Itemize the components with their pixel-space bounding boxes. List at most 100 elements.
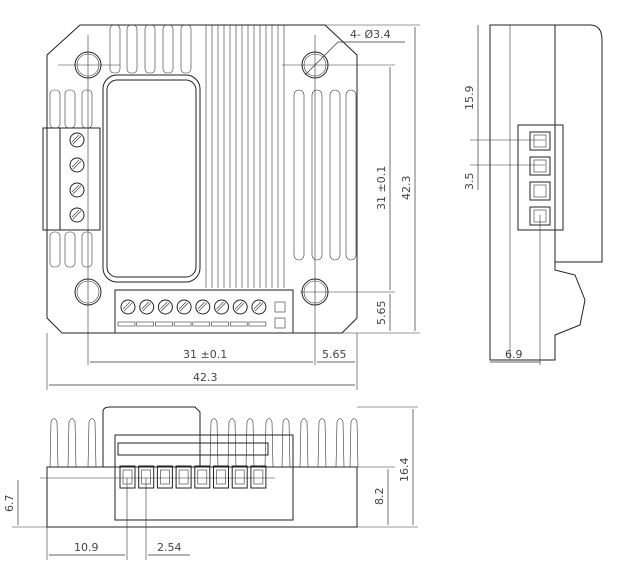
dim-depth: 6.9	[505, 348, 523, 361]
terminal-slot	[211, 321, 229, 327]
fin	[49, 89, 61, 129]
fin	[67, 418, 77, 468]
bottom-base	[46, 466, 358, 528]
screw-slot	[123, 302, 133, 312]
screw-icon	[195, 299, 211, 315]
fin	[209, 418, 219, 468]
fin	[317, 418, 327, 468]
pin-socket-inner	[197, 469, 208, 485]
terminal-slot	[117, 321, 136, 327]
fin	[81, 231, 93, 268]
screw-slot	[216, 301, 224, 310]
bottom-view: 16.4 8.2 6.7 10.9 2.54	[3, 406, 418, 560]
fin	[293, 89, 305, 261]
dim-connector-height: 8.2	[373, 488, 386, 506]
fin	[349, 418, 359, 468]
screw-slot	[142, 302, 151, 312]
pin-socket-inner	[533, 159, 547, 173]
screw-slot	[178, 301, 187, 310]
screw-slot	[217, 302, 226, 312]
pin-socket-inner	[234, 469, 245, 485]
screw-slot	[71, 209, 80, 218]
screw-icon	[251, 299, 267, 315]
pin-socket-inner	[216, 469, 226, 485]
screw-slot	[72, 185, 82, 195]
fin	[87, 418, 97, 468]
screw-slot	[254, 302, 264, 312]
dim-top: 15.9	[463, 86, 476, 111]
screw-slot	[235, 302, 245, 312]
pin-socket	[119, 465, 136, 489]
pin-socket-inner	[178, 469, 189, 485]
screw-icon	[69, 157, 85, 173]
dim-edge-h: 5.65	[322, 348, 347, 361]
bottom-connector-pins	[119, 465, 267, 489]
fin	[162, 24, 174, 74]
pin-socket-inner	[160, 469, 170, 485]
pin-socket	[250, 465, 267, 489]
fin	[64, 231, 76, 268]
bottom-connector-top	[117, 442, 269, 456]
pin-socket-inner	[533, 134, 547, 148]
left-terminal-block	[42, 127, 101, 231]
fin	[180, 24, 192, 74]
screw-icon	[176, 299, 192, 315]
fin	[81, 89, 93, 129]
screw-slot	[141, 301, 149, 310]
pin-socket	[156, 465, 173, 489]
dim-hole-spacing-h: 31 ±0.1	[183, 348, 227, 361]
screw-icon	[139, 299, 155, 315]
fin	[299, 418, 309, 468]
screw-slot	[122, 301, 131, 310]
dim-offset: 10.9	[74, 541, 99, 554]
front-body-outline	[46, 24, 358, 334]
side-connector-pins	[529, 131, 551, 226]
pin-socket	[175, 465, 192, 489]
side-body-outline	[489, 24, 603, 361]
screw-slot	[234, 301, 243, 310]
fin	[329, 89, 341, 261]
screw-slot	[72, 160, 82, 170]
hole-leader	[304, 41, 405, 76]
pin-socket-inner	[253, 469, 264, 485]
screw-slot	[72, 135, 82, 145]
fin	[144, 24, 156, 74]
fin	[49, 231, 61, 268]
fin	[335, 418, 345, 468]
dim-width: 42.3	[193, 371, 218, 384]
dim-hole-spacing-v: 31 ±0.1	[375, 166, 388, 210]
led-indicator	[274, 301, 286, 313]
screw-icon	[69, 182, 85, 198]
pin-socket	[213, 465, 229, 489]
left-terminal-screws	[69, 132, 85, 223]
bottom-fins	[49, 418, 359, 468]
screw-slot	[197, 301, 206, 310]
pin-socket	[231, 465, 248, 489]
fin	[109, 24, 121, 74]
terminal-slot	[248, 321, 267, 327]
pin-socket	[194, 465, 211, 489]
terminal-slot	[155, 321, 173, 327]
screw-slot	[72, 210, 82, 220]
dim-pitch: 2.54	[157, 541, 182, 554]
pin-socket	[529, 131, 551, 151]
pin-socket-inner	[533, 184, 547, 198]
pin-socket-inner	[122, 469, 133, 485]
fin	[49, 418, 59, 468]
bottom-housing	[102, 406, 201, 467]
screw-icon	[69, 207, 85, 223]
dim-total-height: 16.4	[398, 458, 411, 483]
dim-height: 42.3	[400, 176, 413, 201]
dim-pitch: 3.5	[463, 173, 476, 191]
label-window	[102, 74, 201, 283]
screw-slot	[71, 134, 80, 143]
dim-left-height: 6.7	[3, 495, 16, 513]
front-view: 4- Ø3.4 31 ±0.1 5.65 42.3 31 ±0.1 5.65 4…	[42, 24, 420, 390]
fin	[126, 24, 138, 74]
bottom-connector-housing	[114, 434, 294, 521]
fin	[281, 418, 291, 468]
screw-slot	[198, 302, 208, 312]
heatsink-fins	[49, 24, 357, 288]
side-connector	[517, 124, 564, 231]
